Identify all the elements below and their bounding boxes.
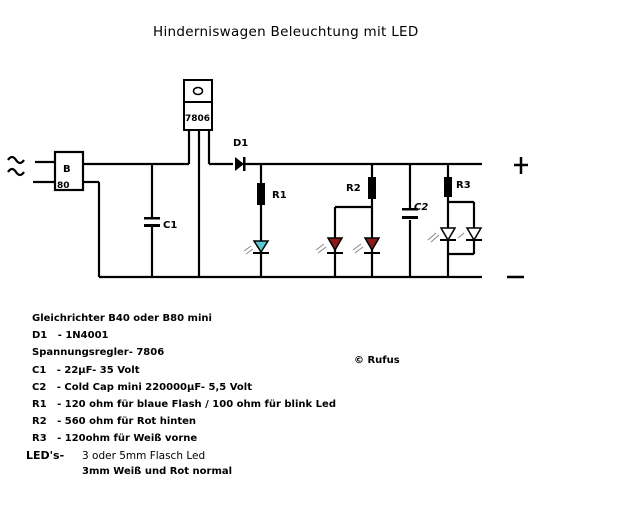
note-line: C1 - 22µF- 35 Volt: [32, 364, 140, 376]
resistor-r3: [444, 177, 452, 197]
capacitor-c2: [402, 208, 418, 219]
resistor-r1: [257, 183, 265, 205]
note-line: C2 - Cold Cap mini 220000µF- 5,5 Volt: [32, 381, 252, 393]
capacitor-c1: [144, 217, 160, 227]
regulator-label: 7806: [185, 114, 210, 124]
note-line: D1 - 1N4001: [32, 330, 109, 342]
rectifier-label-1: B: [63, 164, 71, 175]
note-line: R1 - 120 ohm für blaue Flash / 100 ohm f…: [32, 399, 336, 411]
plus-symbol-icon: [514, 157, 528, 174]
resistor-r2: [368, 177, 376, 199]
r2-label: R2: [346, 183, 361, 194]
d1-label: D1: [233, 138, 248, 149]
regulator-mount-hole-icon: [192, 86, 204, 96]
rectifier-box: [53, 150, 85, 192]
leds-label: LED's-: [26, 449, 65, 462]
led-red-1: [315, 237, 344, 254]
c1-label: C1: [163, 220, 177, 231]
note-line: R3 - 120ohm für Weiß vorne: [32, 433, 198, 445]
note-line: R2 - 560 ohm für Rot hinten: [32, 416, 197, 428]
ac-wave-top: [7, 155, 25, 165]
copyright-notice: © Rufus: [354, 355, 400, 366]
r1-label: R1: [272, 190, 287, 201]
note-line: Gleichrichter B40 oder B80 mini: [32, 313, 212, 324]
parts-list: Gleichrichter B40 oder B80 mini D1 - 1N4…: [32, 310, 336, 448]
diode-d1: [235, 157, 246, 171]
note-line: Spannungsregler- 7806: [32, 347, 165, 359]
r3-label: R3: [456, 180, 471, 191]
led-red-2: [352, 237, 381, 254]
led-white-1: [427, 227, 457, 243]
c2-label: C2: [414, 202, 428, 213]
diagram-title: Hinderniswagen Beleuchtung mit LED: [153, 24, 419, 40]
led-blue: [243, 240, 270, 255]
voltage-regulator-7806: 7806: [183, 79, 213, 131]
leds-line-2: 3mm Weiß und Rot normal: [82, 466, 233, 477]
rectifier-label-2: 80: [57, 181, 70, 191]
led-white-2: [457, 227, 483, 242]
ac-wave-bottom: [7, 167, 25, 177]
leds-line-1: 3 oder 5mm Flasch Led: [82, 450, 206, 462]
